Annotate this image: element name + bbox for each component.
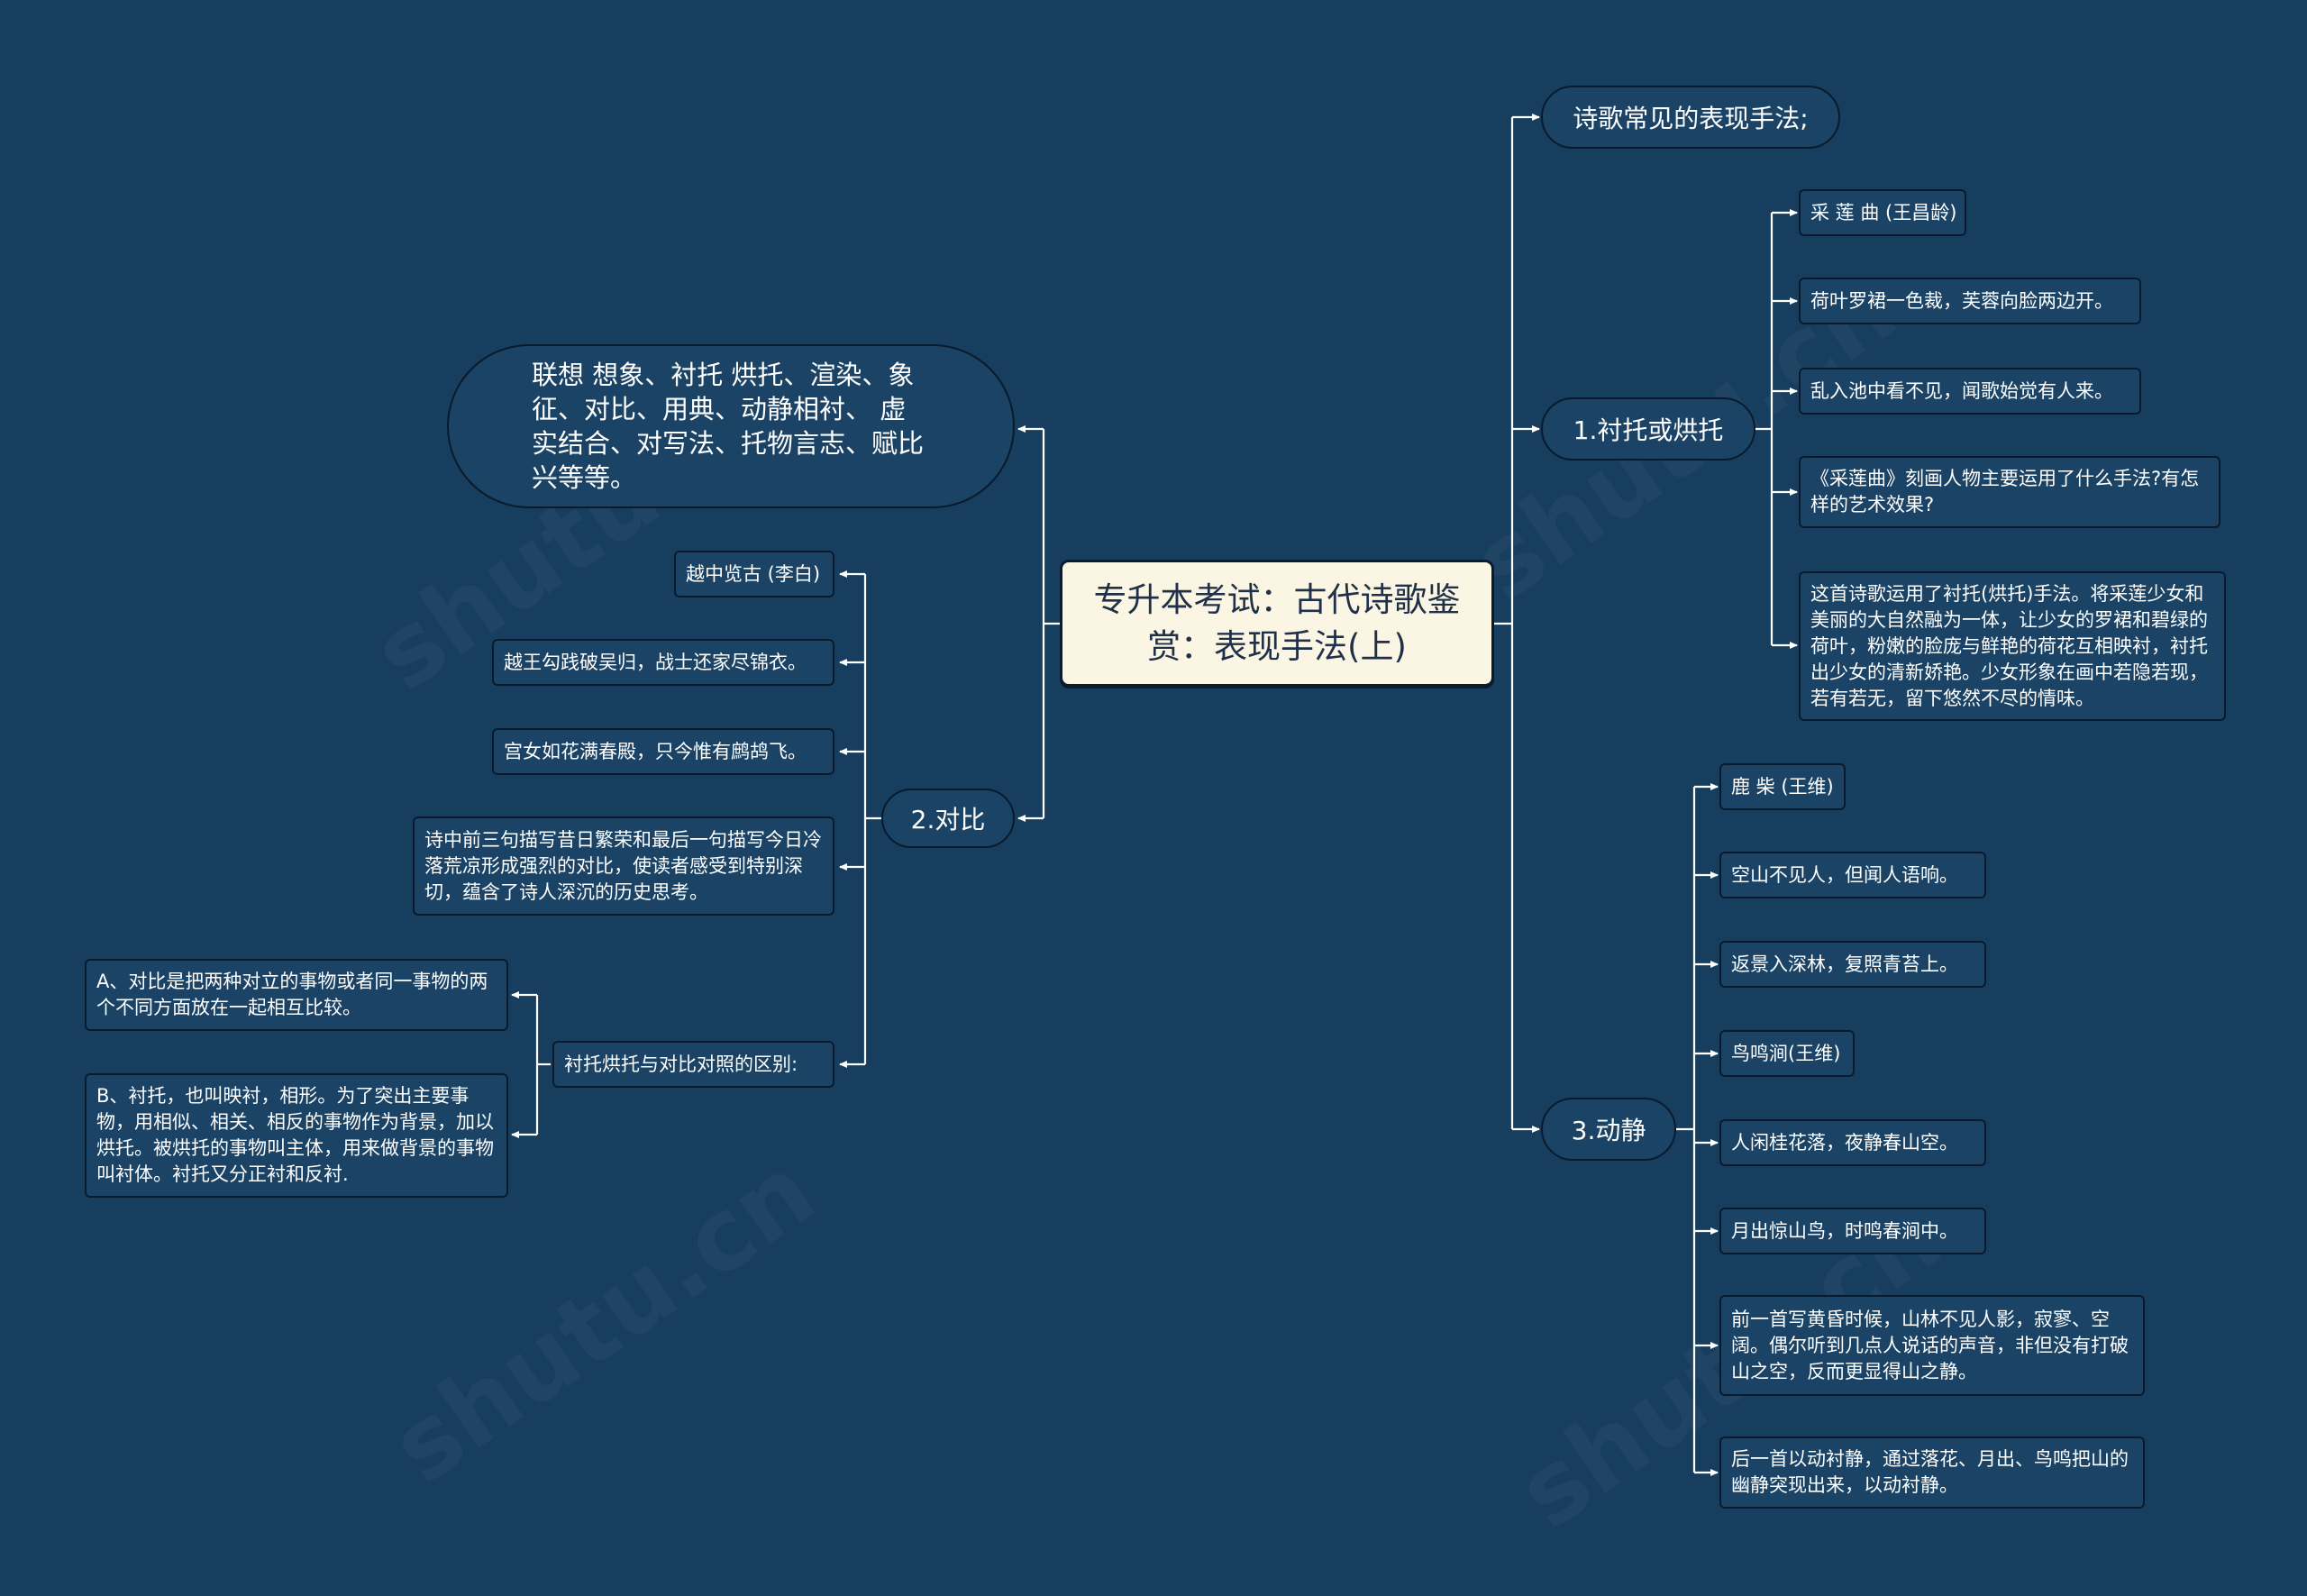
leaf-node[interactable]: 鹿 柴 (王维) xyxy=(1719,763,1846,810)
methods-list-node[interactable]: 联想 想象、衬托 烘托、渲染、象征、对比、用典、动静相衬、 虚实结合、对写法、托… xyxy=(447,344,1015,508)
leaf-text: 这首诗歌运用了衬托(烘托)手法。将采莲少女和美丽的大自然融为一体，让少女的罗裙和… xyxy=(1810,582,2208,709)
branch-label: 诗歌常见的表现手法; xyxy=(1573,104,1809,133)
leaf-text: A、对比是把两种对立的事物或者同一事物的两个不同方面放在一起相互比较。 xyxy=(96,971,488,1018)
leaf-node[interactable]: 月出惊山鸟，时鸣春涧中。 xyxy=(1719,1208,1986,1254)
methods-list-text: 联想 想象、衬托 烘托、渲染、象征、对比、用典、动静相衬、 虚实结合、对写法、托… xyxy=(532,360,925,493)
leaf-text: 越中览古 (李白) xyxy=(686,562,821,585)
leaf-text: 采 莲 曲 (王昌龄) xyxy=(1810,201,1957,223)
leaf-text: 鹿 柴 (王维) xyxy=(1731,775,1834,798)
leaf-text: 衬托烘托与对比对照的区别: xyxy=(564,1053,798,1075)
leaf-text: 诗中前三句描写昔日繁荣和最后一句描写今日冷落荒凉形成强烈的对比，使读者感受到特别… xyxy=(424,828,822,903)
leaf-node[interactable]: 采 莲 曲 (王昌龄) xyxy=(1799,189,1966,236)
leaf-node[interactable]: 人闲桂花落，夜静春山空。 xyxy=(1719,1119,1986,1166)
leaf-node[interactable]: 返景入深林，复照青苔上。 xyxy=(1719,941,1986,988)
leaf-node[interactable]: 鸟鸣涧(王维) xyxy=(1719,1030,1855,1077)
branch-common-methods[interactable]: 诗歌常见的表现手法; xyxy=(1541,86,1840,149)
leaf-text: 月出惊山鸟，时鸣春涧中。 xyxy=(1731,1219,1958,1242)
leaf-node[interactable]: 这首诗歌运用了衬托(烘托)手法。将采莲少女和美丽的大自然融为一体，让少女的罗裙和… xyxy=(1799,571,2226,721)
leaf-node[interactable]: 空山不见人，但闻人语响。 xyxy=(1719,852,1986,898)
leaf-node[interactable]: 诗中前三句描写昔日繁荣和最后一句描写今日冷落荒凉形成强烈的对比，使读者感受到特别… xyxy=(413,816,834,916)
leaf-text: 《采莲曲》刻画人物主要运用了什么手法?有怎样的艺术效果? xyxy=(1810,468,2200,515)
leaf-text: 人闲桂花落，夜静春山空。 xyxy=(1731,1131,1958,1154)
leaf-text: B、衬托，也叫映衬，相形。为了突出主要事物，用相似、相关、相反的事物作为背景，加… xyxy=(96,1085,494,1185)
leaf-text: 越王勾践破吴归，战士还家尽锦衣。 xyxy=(504,651,807,673)
leaf-text: 返景入深林，复照青苔上。 xyxy=(1731,953,1958,975)
branch-label: 2.对比 xyxy=(910,805,986,834)
leaf-text: 后一首以动衬静，通过落花、月出、鸟鸣把山的幽静突现出来，以动衬静。 xyxy=(1731,1448,2129,1496)
branch-label: 1.衬托或烘托 xyxy=(1573,415,1724,445)
leaf-text: 前一首写黄昏时候，山林不见人影，寂寥、空阔。偶尔听到几点人说话的声音，非但没有打… xyxy=(1731,1308,2129,1382)
branch-label: 3.动静 xyxy=(1571,1116,1646,1145)
branch-contrast-heighten[interactable]: 1.衬托或烘托 xyxy=(1541,397,1755,461)
leaf-node[interactable]: 宫女如花满春殿，只今惟有鹧鸪飞。 xyxy=(492,728,834,775)
leaf-text: 乱入池中看不见，闻歌始觉有人来。 xyxy=(1810,379,2113,402)
leaf-node[interactable]: 越王勾践破吴归，战士还家尽锦衣。 xyxy=(492,639,834,686)
leaf-node[interactable]: B、衬托，也叫映衬，相形。为了突出主要事物，用相似、相关、相反的事物作为背景，加… xyxy=(85,1073,508,1198)
branch-contrast[interactable]: 2.对比 xyxy=(881,789,1015,848)
leaf-text: 鸟鸣涧(王维) xyxy=(1731,1042,1841,1064)
leaf-node[interactable]: A、对比是把两种对立的事物或者同一事物的两个不同方面放在一起相互比较。 xyxy=(85,959,508,1031)
leaf-text: 宫女如花满春殿，只今惟有鹧鸪飞。 xyxy=(504,740,807,762)
leaf-node[interactable]: 乱入池中看不见，闻歌始觉有人来。 xyxy=(1799,368,2141,415)
root-topic[interactable]: 专升本考试：古代诗歌鉴赏：表现手法(上) xyxy=(1060,560,1494,687)
leaf-node[interactable]: 越中览古 (李白) xyxy=(674,551,834,597)
leaf-text: 空山不见人，但闻人语响。 xyxy=(1731,863,1958,886)
branch-motion-stillness[interactable]: 3.动静 xyxy=(1541,1098,1676,1161)
leaf-node[interactable]: 后一首以动衬静，通过落花、月出、鸟鸣把山的幽静突现出来，以动衬静。 xyxy=(1719,1436,2145,1509)
leaf-node[interactable]: 前一首写黄昏时候，山林不见人影，寂寥、空阔。偶尔听到几点人说话的声音，非但没有打… xyxy=(1719,1295,2145,1396)
leaf-node[interactable]: 荷叶罗裙一色裁，芙蓉向脸两边开。 xyxy=(1799,278,2141,324)
leaf-text: 荷叶罗裙一色裁，芙蓉向脸两边开。 xyxy=(1810,289,2113,312)
difference-node[interactable]: 衬托烘托与对比对照的区别: xyxy=(552,1041,834,1088)
leaf-node[interactable]: 《采莲曲》刻画人物主要运用了什么手法?有怎样的艺术效果? xyxy=(1799,456,2220,528)
root-title: 专升本考试：古代诗歌鉴赏：表现手法(上) xyxy=(1093,579,1461,666)
